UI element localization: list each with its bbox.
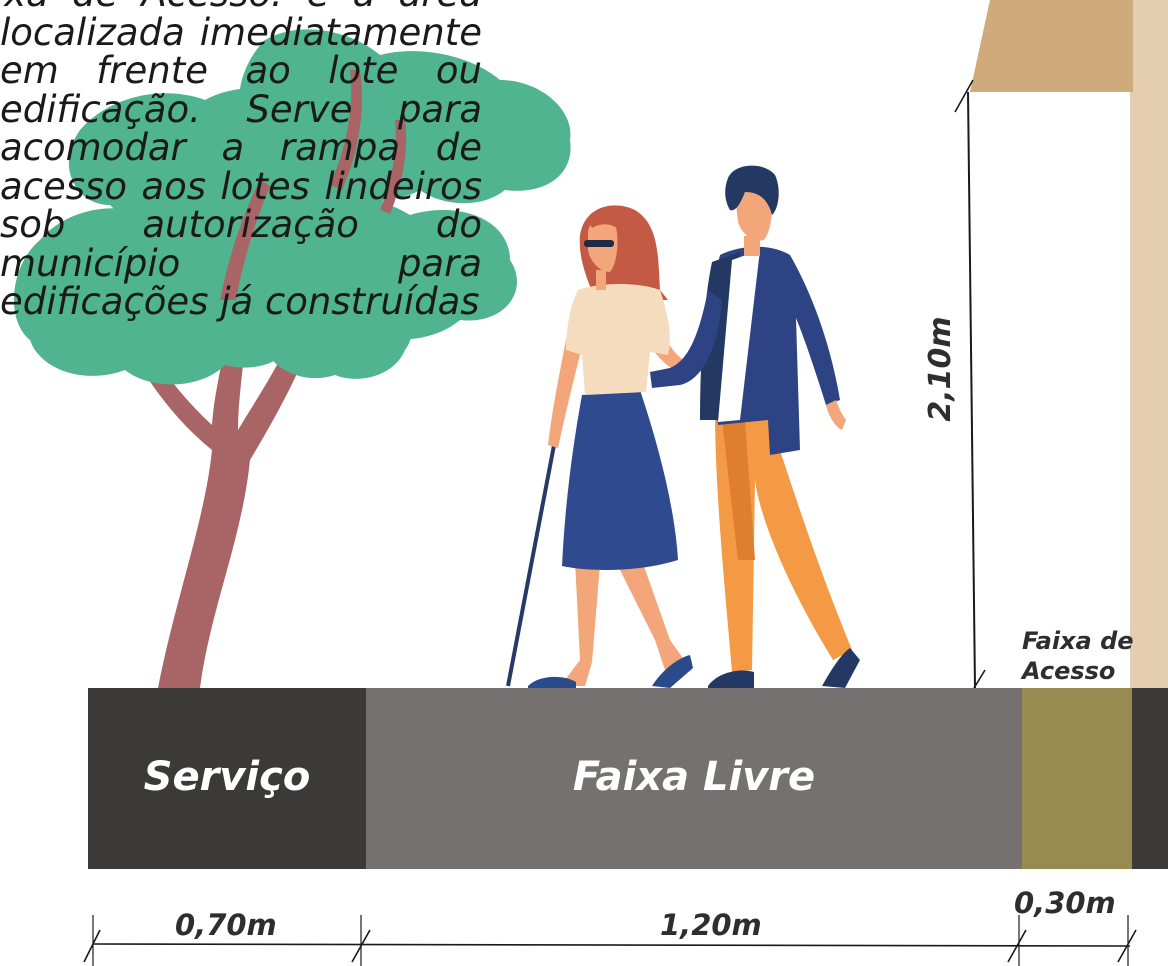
faixa-acesso-strip <box>1022 688 1132 869</box>
building-icon <box>970 0 1168 688</box>
servico-width-label: 0,70m <box>175 908 277 942</box>
faixa-livre-strip <box>366 688 1022 869</box>
height-dimension-label: 2,10m <box>923 316 958 422</box>
servico-strip <box>88 688 366 869</box>
servico-label: Serviço <box>143 754 311 800</box>
faixa-acesso-width-label: 0,30m <box>1014 886 1116 920</box>
intro-paragraph: Faixa de Acesso: é a área localizada ime… <box>0 0 482 323</box>
man-guide-icon <box>650 165 860 688</box>
faixa-livre-label: Faixa Livre <box>572 754 816 800</box>
curb-strip <box>1132 688 1168 869</box>
woman-with-white-cane-icon <box>506 205 693 688</box>
faixa-livre-width-label: 1,20m <box>660 908 762 942</box>
faixa-acesso-label: Faixa de Acesso <box>1022 627 1134 685</box>
tree-illustration-icon <box>13 29 571 688</box>
width-dimension-line <box>83 915 1137 966</box>
